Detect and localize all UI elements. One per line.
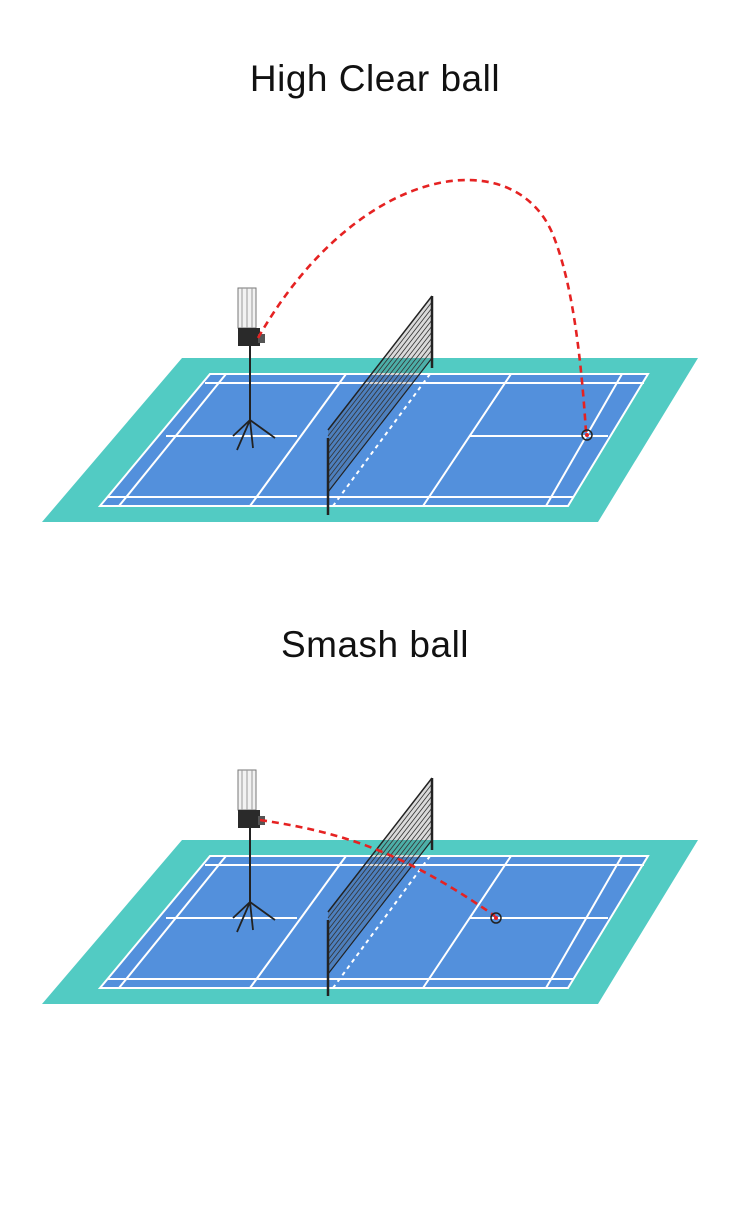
net (326, 777, 434, 996)
shuttlecock-landing-marker (490, 912, 502, 924)
shot-trajectory (256, 178, 588, 433)
smash-section: Smash ball (0, 580, 750, 1060)
court-surface (100, 856, 648, 988)
high-clear-section: High Clear ball (0, 0, 750, 560)
shuttle-machine-icon (232, 287, 276, 451)
shot-trajectory (259, 818, 496, 918)
court-surface (100, 374, 648, 506)
court-lines (97, 855, 650, 989)
shuttlecock-landing-marker (581, 429, 593, 441)
high-clear-court-diagram (42, 178, 698, 522)
high-clear-title: High Clear ball (249, 58, 501, 99)
court-lines (97, 373, 650, 507)
smash-court-diagram (42, 769, 698, 1004)
smash-title: Smash ball (280, 624, 470, 665)
net (326, 295, 434, 515)
